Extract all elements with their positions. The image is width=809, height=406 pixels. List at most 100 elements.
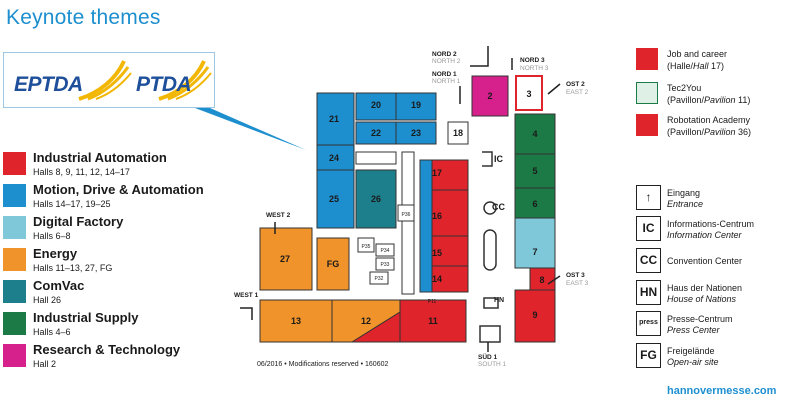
legend-swatch xyxy=(3,312,26,335)
hall-18[interactable] xyxy=(447,121,469,145)
entrance-label: NORD 3 xyxy=(520,57,545,64)
pavilion-p35[interactable] xyxy=(357,237,375,253)
ptda-logo: PTDA xyxy=(136,73,192,96)
hall-white-b xyxy=(401,151,415,295)
cc-building xyxy=(483,201,497,215)
legend-name: Research & Technology xyxy=(33,342,181,357)
legend-item: Energy Halls 11–13, 27, FG xyxy=(3,246,233,278)
hall-label: 22 xyxy=(371,128,381,138)
entrance-label: WEST 2 xyxy=(266,212,291,219)
legend-name: Energy xyxy=(33,246,78,261)
ptda-swoosh-icon xyxy=(158,60,212,101)
key-en: Press Center xyxy=(667,325,720,335)
pavilion-p32[interactable] xyxy=(369,271,389,285)
hall-label: 20 xyxy=(371,100,381,110)
legend-item: Industrial Automation Halls 8, 9, 11, 12… xyxy=(3,150,233,182)
hall-7[interactable] xyxy=(514,217,556,269)
hall-21[interactable] xyxy=(316,92,355,146)
hall-label: 21 xyxy=(329,114,339,124)
key-en: House of Nations xyxy=(667,294,737,304)
legend-name: Motion, Drive & Automation xyxy=(33,182,204,197)
site-link[interactable]: hannovermesse.com xyxy=(667,385,777,397)
legend-halls: Halls 8, 9, 11, 12, 14–17 xyxy=(33,167,130,177)
entrance-label-sub: EAST 3 xyxy=(566,280,589,287)
hall-23[interactable] xyxy=(395,121,437,145)
tec2you-icon xyxy=(636,82,658,104)
cc-label: CC xyxy=(492,202,505,212)
job-career-icon xyxy=(636,48,658,70)
hall-label: 7 xyxy=(532,247,537,257)
entrance-label-sub: EAST 2 xyxy=(566,89,589,96)
tec2you-line1: Tec2You xyxy=(667,83,702,93)
hall-label: 11 xyxy=(428,316,438,326)
entrance-label: OST 3 xyxy=(566,272,585,279)
eptda-swoosh-icon xyxy=(78,60,132,101)
legend-swatch xyxy=(3,216,26,239)
hall-11[interactable] xyxy=(399,299,467,343)
hall-label: 6 xyxy=(532,199,537,209)
cc-hall xyxy=(483,229,497,271)
hall-24[interactable] xyxy=(316,144,355,171)
entrance-label: SÜD 1 xyxy=(478,352,498,361)
entrance-label-sub: NORTH 2 xyxy=(432,58,461,65)
cc-key-icon: CC xyxy=(636,248,661,273)
job-career-line1: Job and career xyxy=(667,49,728,59)
entrance-label: NORD 1 xyxy=(432,71,457,78)
hall-20[interactable] xyxy=(355,92,397,121)
eptda-logo: EPTDA xyxy=(14,73,83,96)
robotation-icon xyxy=(636,114,658,136)
legend-halls: Halls 11–13, 27, FG xyxy=(33,263,113,273)
hall-3[interactable] xyxy=(515,75,543,111)
hall-label: 25 xyxy=(329,194,339,204)
entrance-label-sub: NORTH 1 xyxy=(432,78,461,85)
hall-label: 17 xyxy=(432,168,442,178)
hall-label: 27 xyxy=(280,254,290,264)
legend-name: Industrial Automation xyxy=(33,150,167,165)
legend-halls: Hall 26 xyxy=(33,295,62,305)
pavilion-label: P32 xyxy=(375,276,384,282)
entrance-key-icon: ↑ xyxy=(636,185,661,210)
legend-name: ComVac xyxy=(33,278,85,293)
key-en: Entrance xyxy=(667,199,704,209)
legend-swatch xyxy=(3,280,26,303)
legend-name: Industrial Supply xyxy=(33,310,139,325)
hall-27[interactable] xyxy=(259,227,313,291)
hall-label: 5 xyxy=(532,166,537,176)
entrance-arrow-icon xyxy=(470,46,489,67)
legend: Industrial Automation Halls 8, 9, 11, 12… xyxy=(3,150,233,374)
hall-19[interactable] xyxy=(395,92,437,121)
hn-key-icon: HN xyxy=(636,280,661,305)
hall-label: 3 xyxy=(526,89,531,99)
hall-label: 26 xyxy=(371,194,381,204)
legend-item: Research & Technology Hall 2 xyxy=(3,342,233,374)
legend-halls: Halls 14–17, 19–25 xyxy=(33,199,111,209)
legend-item: Motion, Drive & Automation Halls 14–17, … xyxy=(3,182,233,214)
hall-26[interactable] xyxy=(355,169,397,229)
hall-9[interactable] xyxy=(514,289,556,343)
key-de: Eingang xyxy=(667,188,701,198)
hall-fg[interactable] xyxy=(316,237,350,291)
pavilion-p33[interactable] xyxy=(375,257,395,271)
fg-key-icon: FG xyxy=(636,343,661,368)
hall-label: 23 xyxy=(411,128,421,138)
legend-swatch xyxy=(3,152,26,175)
south-gate xyxy=(479,325,501,343)
pavilion-label: P33 xyxy=(381,262,390,268)
footer-note: 06/2016 • Modifications reserved • 16060… xyxy=(257,361,389,368)
hall-6[interactable] xyxy=(514,187,556,219)
hn-building xyxy=(483,297,499,309)
pavilion-label: P11 xyxy=(428,299,437,305)
legend-item: Industrial Supply Halls 4–6 xyxy=(3,310,233,342)
hall-label: 14 xyxy=(432,274,442,284)
entrance-arrow-icon xyxy=(547,83,561,95)
legend-swatch xyxy=(3,344,26,367)
hall-label: 13 xyxy=(291,316,301,326)
pavilion-p34[interactable] xyxy=(375,243,395,257)
hall-4[interactable] xyxy=(514,113,556,155)
hall-13[interactable] xyxy=(259,299,333,343)
pavilion-36[interactable] xyxy=(397,204,415,222)
entrance-label-sub: SOUTH 1 xyxy=(478,361,507,368)
hall-label: 4 xyxy=(532,129,537,139)
hall-2[interactable] xyxy=(471,75,509,117)
hall-25[interactable] xyxy=(316,169,355,229)
